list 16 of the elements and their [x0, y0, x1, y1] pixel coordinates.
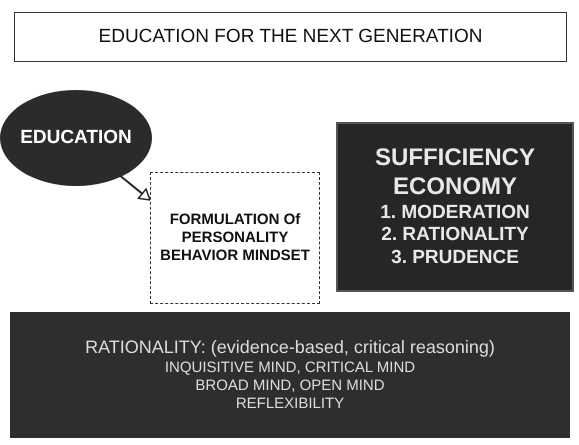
body-text: INQUISITIVE MIND, CRITICAL MIND: [164, 358, 416, 377]
heading-text: EDUCATION FOR THE NEXT GENERATION: [98, 26, 482, 48]
body-text: REFLEXIBILITY: [236, 394, 344, 413]
heading-text: RATIONALITY: (evidence-based, critical reasoning): [85, 337, 495, 359]
heading-text: FORMULATION Of PERSONALITY BEHAVIOR MINDSET: [159, 211, 311, 265]
body-text: 3. PRUDENCE: [391, 247, 519, 270]
body-text: 1. MODERATION: [380, 202, 530, 224]
body-text: BROAD MIND, OPEN MIND: [195, 376, 385, 395]
dark-panel: [336, 122, 574, 292]
body-text: 2. RATIONALITY: [381, 224, 529, 248]
dark-band: [10, 312, 570, 438]
heading-text: EDUCATION: [20, 126, 132, 150]
process-box: [150, 172, 320, 304]
arrow: [118, 174, 151, 201]
title-box: [14, 12, 567, 62]
heading-text: SUFFICIENCY ECONOMY: [374, 144, 536, 202]
